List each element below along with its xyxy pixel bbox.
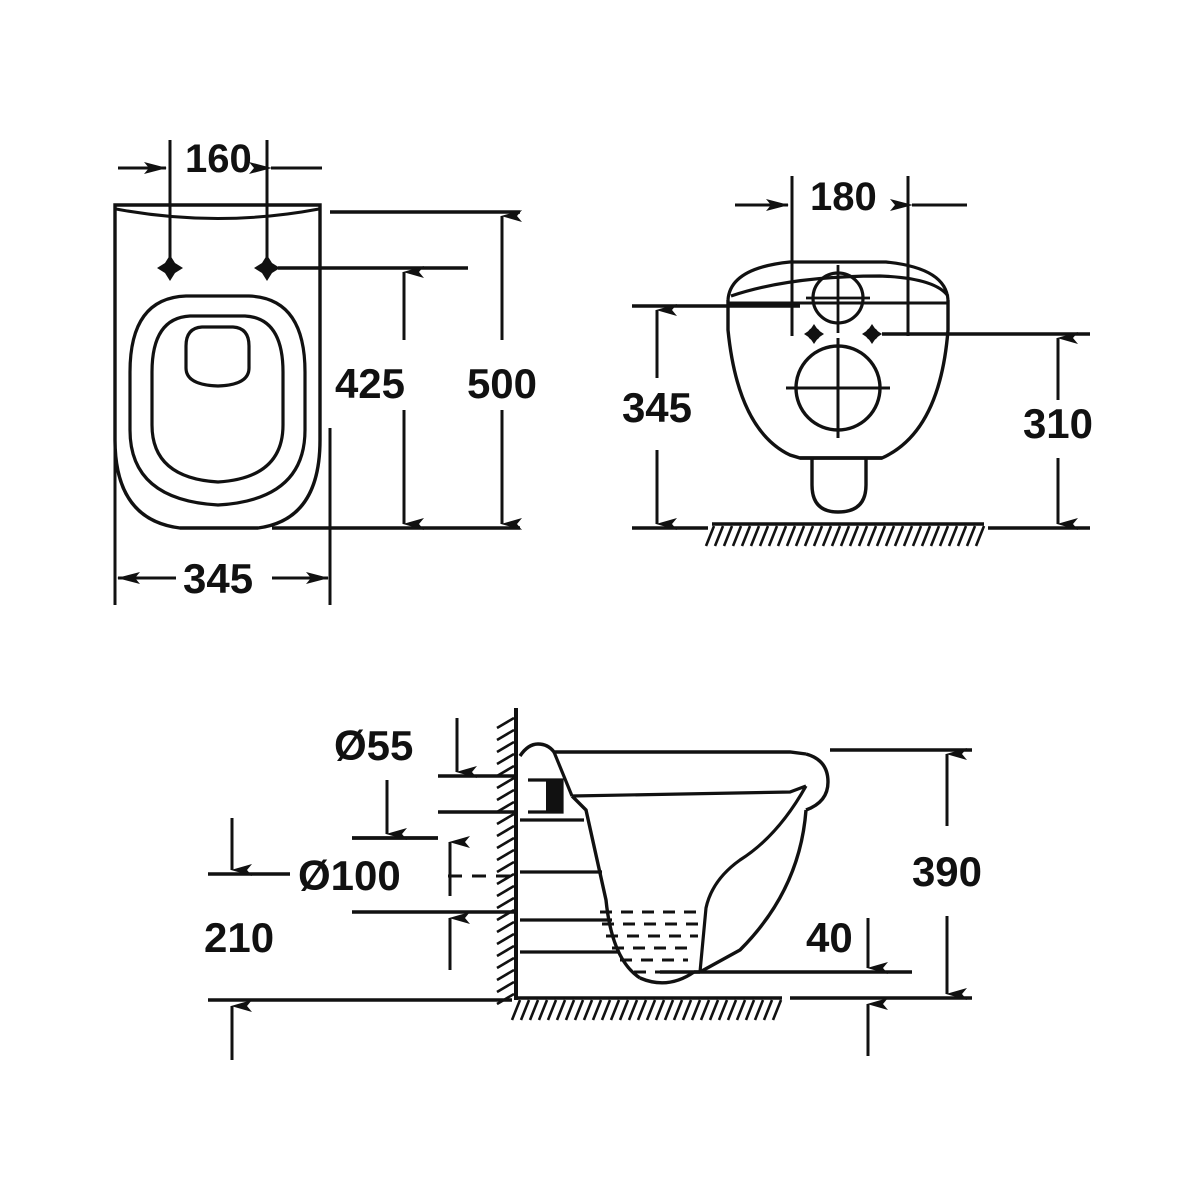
side-view-water-hatching (600, 910, 700, 974)
dim-top-425 (272, 266, 520, 530)
dim-label-425: 425 (335, 360, 405, 407)
dim-label-160: 160 (185, 137, 252, 181)
dim-label-180: 180 (810, 175, 877, 219)
top-view-rim-curve (115, 207, 320, 220)
front-floor-hatching (704, 525, 986, 547)
side-pan-rim-cap (805, 752, 830, 812)
dim-label-390: 390 (912, 848, 982, 895)
side-pan-top-edge (518, 742, 807, 757)
front-view-rim-curve (730, 274, 950, 298)
dim-side-d100 (352, 836, 516, 970)
top-view-pan-outline (113, 203, 322, 530)
dim-side-210 (208, 818, 512, 1060)
side-floor-hatching (510, 999, 783, 1021)
dim-side-40 (660, 918, 972, 1056)
fixing-hole-left-star (804, 324, 824, 344)
side-view-wall (496, 708, 518, 1006)
fixing-hole-left (804, 324, 824, 344)
dim-top-500 (330, 210, 522, 530)
fixing-hole-left-circle (807, 327, 821, 341)
front-view-flush-inlet (806, 265, 870, 333)
dim-label-40: 40 (806, 914, 853, 961)
top-view-inner-recess (184, 325, 251, 388)
fixing-hole-right-circle (865, 327, 879, 341)
dim-label-345-height: 345 (622, 384, 692, 431)
side-view-floor (510, 996, 783, 1021)
top-view-seat-outer (128, 294, 307, 507)
top-view (113, 203, 322, 530)
side-view-pan (518, 742, 830, 985)
side-pan-rim-left-edge (552, 751, 574, 797)
dim-label-d55: Ø55 (334, 722, 413, 769)
dim-front-180 (735, 176, 967, 336)
fixing-hole-right (862, 324, 882, 344)
front-view-floor (704, 522, 986, 547)
dim-side-390 (830, 748, 972, 1000)
front-view-fixing-holes (804, 324, 882, 344)
side-flush-inlet-plug (546, 780, 562, 812)
dim-label-d100: Ø100 (298, 852, 401, 899)
dim-label-345-width: 345 (183, 555, 253, 602)
side-pan-bowl-left (570, 794, 641, 980)
dim-label-210: 210 (204, 914, 274, 961)
side-pan-rim-underside (571, 784, 807, 798)
front-view-outlet-spigot (810, 458, 868, 514)
dim-front-310 (882, 332, 1090, 530)
top-view-bowl-opening (150, 314, 285, 484)
front-view-soil-outlet (786, 338, 890, 438)
dim-top-160 (118, 140, 322, 268)
dim-top-345-width (113, 428, 332, 605)
fixing-hole-right-star (862, 324, 882, 344)
front-view-rim-top (726, 260, 950, 301)
side-pan-bowl-bottom (639, 970, 695, 985)
side-pan-outer-right (699, 809, 808, 974)
dim-label-310: 310 (1023, 400, 1093, 447)
side-pan-inner-right (698, 785, 808, 973)
dim-label-500: 500 (467, 360, 537, 407)
dim-front-345-height (632, 304, 800, 530)
wall-hatching (496, 716, 515, 1006)
